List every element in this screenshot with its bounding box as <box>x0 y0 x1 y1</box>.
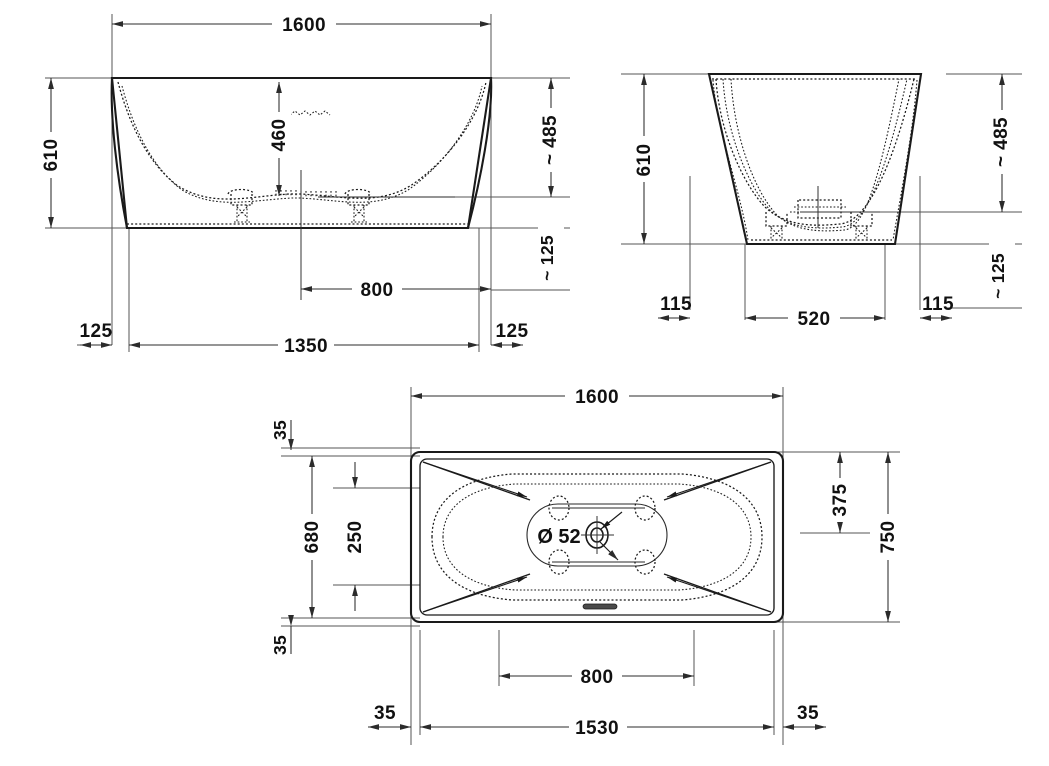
plan-leader-arrows <box>422 461 772 613</box>
front-support-foot-right <box>344 188 372 223</box>
front-basin-hidden-contour <box>117 81 487 200</box>
front-dim-800-label: 800 <box>361 280 394 301</box>
front-dim-125-left-label: 125 <box>80 321 113 342</box>
side-dim-485-label: ~ 485 <box>991 117 1012 167</box>
side-waste-assembly <box>790 186 880 228</box>
plan-drain-diameter-label: Ø 52 <box>537 526 580 548</box>
plan-dim-1600-label: 1600 <box>575 387 619 408</box>
front-dim-1350-label: 1350 <box>284 336 328 357</box>
plan-outer-rim <box>409 450 785 624</box>
plan-dim-35-bottom-left: 35 <box>368 703 411 730</box>
plan-dim-750: 750 <box>876 452 900 622</box>
side-elevation-view: 610 ~ 485 ~ 125 115 520 115 <box>621 72 1022 330</box>
front-dim-125-bottom-right-label: 125 <box>496 321 529 342</box>
plan-dim-35-bottom: 35 <box>270 615 294 655</box>
front-dim-1600: 1600 <box>112 12 491 36</box>
plan-basin-hidden-inner <box>442 483 752 591</box>
side-dim-520: 520 <box>745 306 885 330</box>
plan-dim-1600: 1600 <box>411 384 783 408</box>
plan-dim-250-label: 250 <box>345 521 366 554</box>
plan-dim-680-label: 680 <box>302 521 323 554</box>
side-dim-610: 610 <box>632 74 656 244</box>
plan-dim-35-top: 35 <box>270 420 294 450</box>
side-extension-lines <box>621 73 1022 320</box>
side-dim-115-left: 115 <box>658 294 692 321</box>
side-dim-520-label: 520 <box>798 309 831 330</box>
plan-overflow-slot <box>582 603 618 610</box>
plan-dim-800: 800 <box>499 664 694 688</box>
front-dim-460-label: 460 <box>269 119 290 152</box>
side-left-wall-hidden <box>712 79 749 241</box>
plan-jet-bottom-left <box>548 549 570 575</box>
plan-drain-island <box>526 503 668 567</box>
plan-dim-35-bottom-right: 35 <box>783 703 826 730</box>
side-dim-610-label: 610 <box>634 144 655 177</box>
side-dim-125-right-label: ~ 125 <box>988 253 1008 299</box>
front-left-wall <box>110 77 129 229</box>
front-dim-125-bottom-right: 125 <box>491 321 529 348</box>
plan-dim-375: 375 <box>828 452 852 533</box>
front-dim-610: 610 <box>39 78 63 228</box>
front-dim-1600-label: 1600 <box>282 15 326 36</box>
front-overflow-hatch-icon <box>289 110 331 116</box>
front-dim-485: ~ 485 <box>538 78 564 197</box>
front-dim-1350: 1350 <box>129 333 479 357</box>
side-basin-hidden-contour-2 <box>722 78 908 229</box>
side-support-foot-left <box>765 212 788 240</box>
plan-dim-800-label: 800 <box>581 667 614 688</box>
plan-basin-hidden-outer <box>431 473 763 601</box>
front-dim-485-label: ~ 485 <box>540 115 561 165</box>
plan-dim-1530: 1530 <box>420 715 774 739</box>
side-tub-outline <box>707 72 923 246</box>
plan-dim-35-bottom-label: 35 <box>270 635 290 655</box>
side-dim-115-left-label: 115 <box>660 294 692 315</box>
plan-jet-bottom-right <box>634 549 656 575</box>
front-support-foot-left <box>227 188 255 223</box>
plan-inner-rim <box>419 458 775 616</box>
plan-dim-35-bottom-left-label: 35 <box>374 703 396 724</box>
plan-diameter-leader <box>599 511 623 561</box>
front-dim-610-label: 610 <box>41 139 62 172</box>
plan-jet-top-right <box>634 495 656 521</box>
plan-dim-35-bottom-right-label: 35 <box>797 703 819 724</box>
front-basin-hidden-contour-2 <box>121 85 483 203</box>
plan-dim-375-label: 375 <box>830 484 851 517</box>
side-dim-485: ~ 485 <box>989 74 1015 212</box>
front-dim-800: 800 <box>301 277 491 301</box>
side-dim-115-right-label: 115 <box>922 294 954 315</box>
plan-drain-symbol <box>581 516 614 554</box>
plan-view: Ø 52 1600 35 680 250 35 <box>270 384 900 745</box>
side-dim-125-right: ~ 125 <box>946 242 1022 310</box>
plan-dim-35-top-label: 35 <box>270 420 290 440</box>
side-basin-hidden-contour <box>715 78 915 226</box>
plan-jet-top-left <box>548 495 570 521</box>
front-dim-125-right: ~ 125 <box>491 226 570 292</box>
side-right-wall-hidden <box>892 79 918 241</box>
side-dim-115-right: 115 <box>920 294 954 321</box>
plan-dim-680: 680 <box>300 456 324 618</box>
side-support-foot-right <box>850 212 873 240</box>
plan-dim-1530-label: 1530 <box>575 718 619 739</box>
plan-dim-750-label: 750 <box>878 521 899 554</box>
front-waste-hatch <box>275 190 337 198</box>
front-dim-460: 460 <box>267 82 291 196</box>
front-dim-125-left: 125 <box>80 321 113 348</box>
front-elevation-view: 1600 610 460 ~ 485 ~ 125 <box>39 12 570 357</box>
plan-dim-250: 250 <box>345 462 366 611</box>
front-dim-125-right-label: ~ 125 <box>537 235 557 281</box>
front-right-wall <box>466 77 493 229</box>
side-basin-hidden-contour-3 <box>730 78 900 232</box>
